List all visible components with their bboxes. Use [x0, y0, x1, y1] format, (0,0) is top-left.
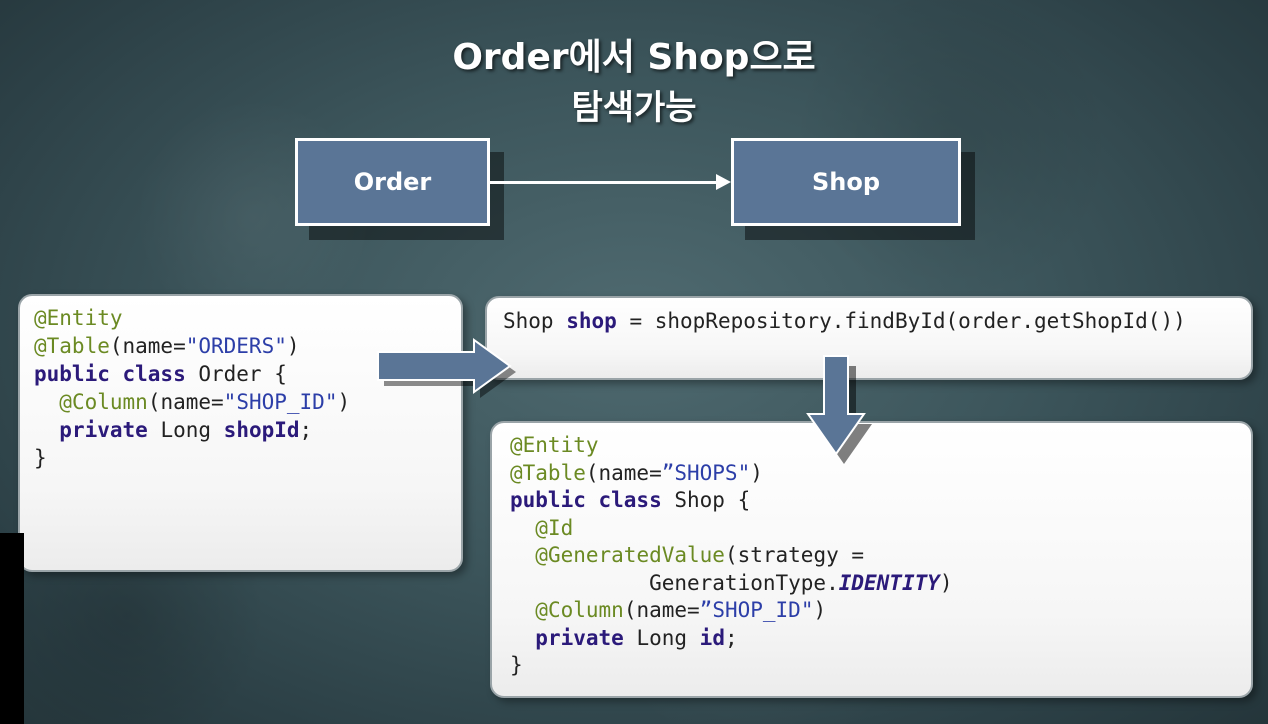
left-edge-shadow: [0, 533, 24, 724]
code-line: private Long shopId;: [59, 418, 313, 442]
shop-entity-box: Shop: [731, 138, 961, 226]
right-block-arrow: [377, 338, 516, 398]
annotation-column: @Column: [59, 390, 148, 414]
order-entity-label: Order: [353, 168, 432, 196]
field-name: shopId: [223, 418, 300, 442]
annotation-table: @Table: [510, 460, 586, 485]
field-name: id: [699, 625, 725, 650]
code-line: @Column(name=”SHOP_ID"): [535, 598, 827, 622]
annotation-column: @Column: [535, 598, 624, 622]
code-line: private Long id;: [535, 625, 738, 650]
annotation-table: @Table: [34, 334, 110, 358]
keyword: public class: [510, 488, 662, 512]
code-line: GenerationType.IDENTITY): [510, 570, 953, 595]
table-name-string: ”SHOPS": [661, 460, 751, 485]
variable-name: shop: [566, 309, 617, 333]
annotation-generated-value: @GeneratedValue: [535, 543, 725, 567]
code-line: @Table(name=”SHOPS"): [510, 460, 763, 485]
code-line: @Id: [510, 515, 1233, 543]
code-line: Shop shop = shopRepository.findById(orde…: [503, 309, 1186, 333]
repository-query-panel: Shop shop = shopRepository.findById(orde…: [485, 296, 1253, 380]
code-line: @Entity: [34, 304, 447, 332]
code-line: }: [34, 446, 47, 470]
column-name-string: "SHOP_ID": [223, 390, 338, 414]
shop-class-code-panel: @Entity @Table(name=”SHOPS") public clas…: [490, 421, 1253, 698]
slide-title-line-1: Order에서 Shop으로: [452, 37, 816, 78]
down-block-arrow: [806, 355, 872, 464]
keyword: private: [535, 625, 624, 650]
code-line: }: [510, 653, 523, 677]
order-entity-box: Order: [295, 138, 490, 226]
code-line: @Column(name="SHOP_ID"): [59, 390, 351, 414]
annotation-entity: @Entity: [510, 433, 599, 457]
table-name-string: "ORDERS": [185, 334, 287, 358]
keyword: private: [59, 418, 148, 442]
order-class-code-panel: @Entity @Table(name="ORDERS") public cla…: [18, 294, 463, 572]
code-line: @Table(name="ORDERS"): [34, 334, 300, 358]
code-line: public class Shop {: [510, 488, 751, 512]
code-line: @Entity: [510, 432, 1233, 460]
shop-entity-label: Shop: [811, 168, 881, 196]
keyword: public class: [34, 362, 186, 386]
annotation-entity: @Entity: [34, 306, 123, 330]
code-line: @GeneratedValue(strategy =: [535, 543, 865, 567]
annotation-id: @Id: [535, 515, 574, 540]
code-line: public class Order {: [34, 362, 287, 386]
association-arrow-line: [490, 181, 718, 184]
column-name-string: ”SHOP_ID": [699, 598, 814, 622]
association-arrow-head: [716, 174, 731, 190]
slide-title-line-2: 탐색가능: [571, 88, 697, 128]
enum-constant: IDENTITY: [838, 570, 940, 595]
